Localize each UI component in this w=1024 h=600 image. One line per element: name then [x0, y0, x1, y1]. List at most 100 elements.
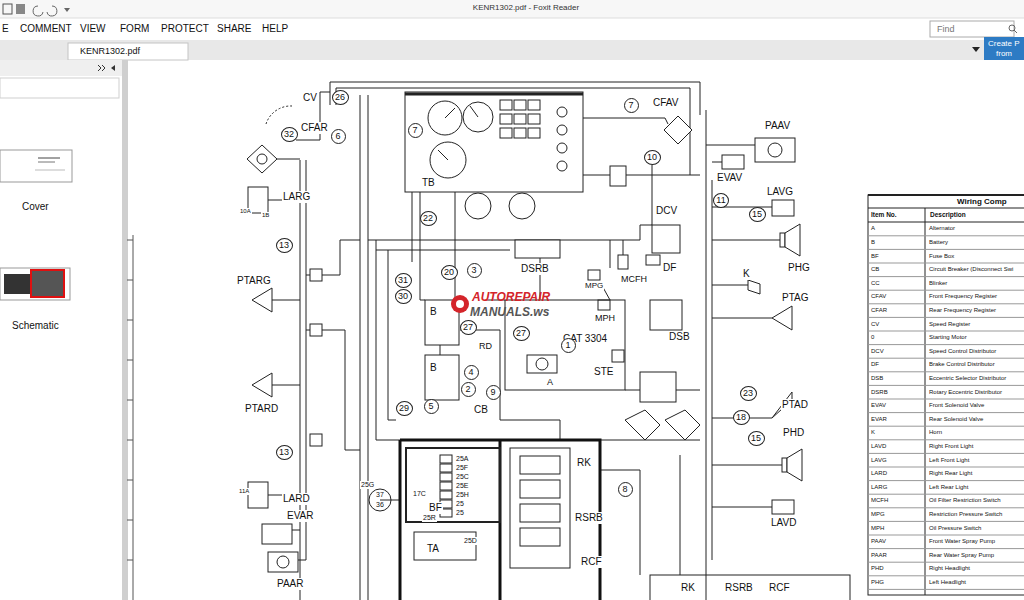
component-label: 25C — [455, 473, 470, 481]
component-symbols-part — [772, 306, 792, 330]
table-cell: Starting Motor — [929, 334, 967, 341]
component-label: 25E — [455, 482, 469, 490]
table-cell: Horn — [929, 429, 942, 436]
components-table-part — [868, 317, 1024, 318]
table-cell: Right Front Light — [929, 443, 973, 450]
component-symbols-part — [652, 225, 680, 253]
components-table-part — [868, 222, 1024, 223]
wiring-harness-part — [712, 285, 748, 286]
ui-text: Schematic — [12, 320, 59, 332]
component-label: DSRB — [520, 263, 550, 275]
component-symbols-part — [310, 324, 322, 336]
callout-circle: 8 — [618, 482, 633, 497]
component-symbols-part — [268, 552, 298, 572]
component-label: STE — [593, 366, 614, 378]
table-cell: Speed Register — [929, 321, 970, 328]
component-symbols-part — [722, 155, 744, 169]
callout-circle: 23 — [740, 386, 757, 401]
component-label: RSRB — [724, 582, 754, 594]
component-symbols-part — [787, 449, 802, 481]
components-table-part — [868, 208, 1024, 209]
component-label: PHD — [782, 427, 805, 439]
viewer-chrome-part — [0, 60, 122, 600]
wiring-harness-part — [680, 455, 681, 575]
components-table-part — [868, 303, 1024, 304]
components-table-part — [925, 208, 926, 595]
callout-circle: 29 — [396, 401, 413, 416]
callout-number: 3 — [471, 266, 476, 275]
table-cell: Circuit Breaker (Disconnect Swi — [929, 266, 1013, 273]
component-symbols-part — [465, 193, 491, 219]
component-label: LAVG — [766, 186, 794, 198]
callout-number: 11 — [716, 196, 725, 205]
component-label: TB — [421, 177, 436, 189]
heavy-bundle-part — [400, 440, 600, 600]
component-symbols-part — [440, 491, 452, 499]
callout-number: 10 — [647, 153, 657, 162]
viewer-chrome-part — [0, 60, 122, 76]
components-table-part — [868, 562, 1024, 563]
component-symbols-part — [500, 128, 512, 138]
component-label: 10A — [239, 208, 252, 215]
heavy-bundle — [400, 440, 600, 600]
components-table-part — [868, 521, 1024, 522]
component-symbols-part — [610, 166, 626, 186]
callout-number: 8 — [622, 485, 627, 494]
wiring-harness-part — [623, 240, 624, 255]
component-symbols-part — [528, 100, 540, 110]
wiring-harness-part — [706, 110, 707, 600]
component-label: LARD — [282, 493, 311, 505]
components-table-part — [868, 589, 1024, 590]
callout-circle: 32 — [281, 127, 298, 142]
viewer-chrome-part — [1014, 30, 1017, 33]
ui-text: KENR1302.pdf - Foxit Reader — [473, 3, 579, 12]
callout-number: 6 — [335, 132, 340, 141]
component-label: B — [429, 362, 438, 374]
callout-number: 7 — [412, 126, 417, 135]
viewer-chrome-part — [111, 65, 115, 71]
callout-circle: 15 — [748, 431, 765, 446]
component-symbols-part — [515, 240, 560, 258]
component-label: B — [429, 306, 438, 318]
table-cell: CFAV — [871, 293, 886, 300]
component-symbols-part — [310, 269, 322, 281]
table-cell: Left Rear Light — [929, 484, 968, 491]
wiring-harness-part — [583, 175, 700, 176]
viewer-chrome-part — [930, 21, 1014, 37]
component-symbols-part — [430, 142, 466, 178]
wiring-harness-part — [712, 162, 722, 163]
wiring-harness-part — [412, 192, 413, 262]
callout-circle: 11 — [713, 193, 729, 208]
viewer-chrome-part — [127, 240, 133, 560]
component-label: 25R — [422, 514, 437, 522]
component-label: 25H — [455, 491, 470, 499]
components-table-part — [868, 480, 1024, 481]
watermark-logo-part — [451, 295, 469, 313]
viewer-chrome-part — [98, 65, 105, 71]
components-table-part — [868, 194, 1024, 196]
components-table-part — [868, 412, 1024, 413]
callout-circle: 5 — [424, 399, 439, 414]
components-table-part — [868, 276, 1024, 277]
component-symbols-part — [650, 575, 850, 600]
component-label: RCF — [768, 582, 791, 594]
callout-number: 20 — [444, 268, 454, 277]
callout-circle: 15 — [749, 207, 766, 222]
wiring-harness-part — [712, 507, 772, 508]
component-label: 25 — [455, 500, 465, 508]
table-cell: Left Headlight — [929, 579, 966, 586]
ui-text: Find — [937, 24, 955, 34]
ui-text: E — [2, 23, 9, 35]
components-table-part — [868, 249, 1024, 250]
component-symbols-part — [266, 106, 292, 124]
table-cell: Speed Control Distributor — [929, 348, 996, 355]
component-symbols-part — [618, 255, 628, 269]
wiring-harness-part — [296, 92, 330, 140]
callout-number: 7 — [628, 101, 633, 110]
ui-text: KENR1302.pdf — [80, 46, 140, 56]
component-label: 25F — [455, 464, 469, 472]
callout-number: 1 — [565, 341, 570, 350]
wiring-harness-part — [388, 250, 396, 420]
wiring-harness-part — [272, 385, 300, 386]
